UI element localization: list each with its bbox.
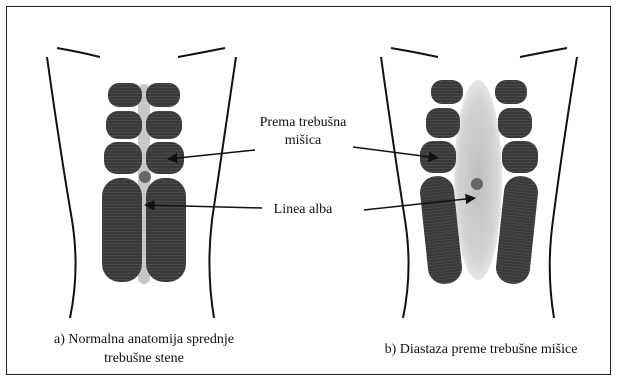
caption-a: a) Normalna anatomija sprednje trebušne … bbox=[24, 330, 264, 368]
caption-b: b) Diastaza preme trebušne mišice bbox=[356, 340, 606, 359]
label-muscle-line2: mišica bbox=[285, 133, 322, 148]
navel-b bbox=[471, 178, 483, 190]
caption-a-line1: a) Normalna anatomija sprednje bbox=[24, 330, 264, 349]
navel-a bbox=[139, 171, 151, 183]
label-muscle-line1: Prema trebušna bbox=[260, 115, 347, 130]
label-linea-alba: Linea alba bbox=[274, 202, 333, 217]
caption-a-line2: trebušne stene bbox=[24, 349, 264, 368]
